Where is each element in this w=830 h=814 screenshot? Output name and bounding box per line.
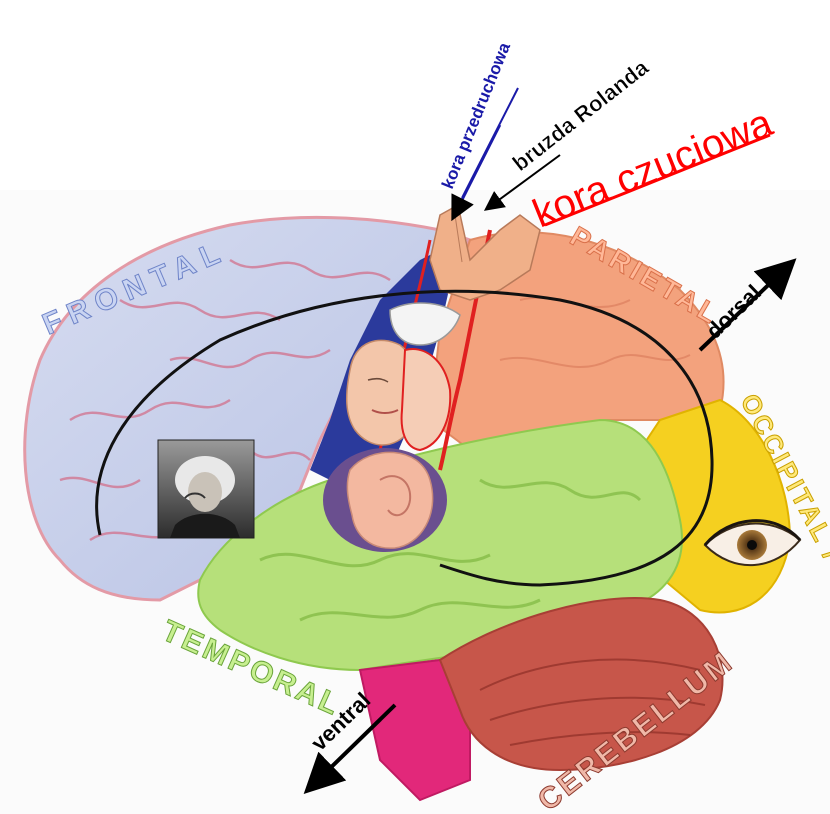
ear-icon [323, 448, 447, 552]
portrait-photo [158, 440, 254, 538]
